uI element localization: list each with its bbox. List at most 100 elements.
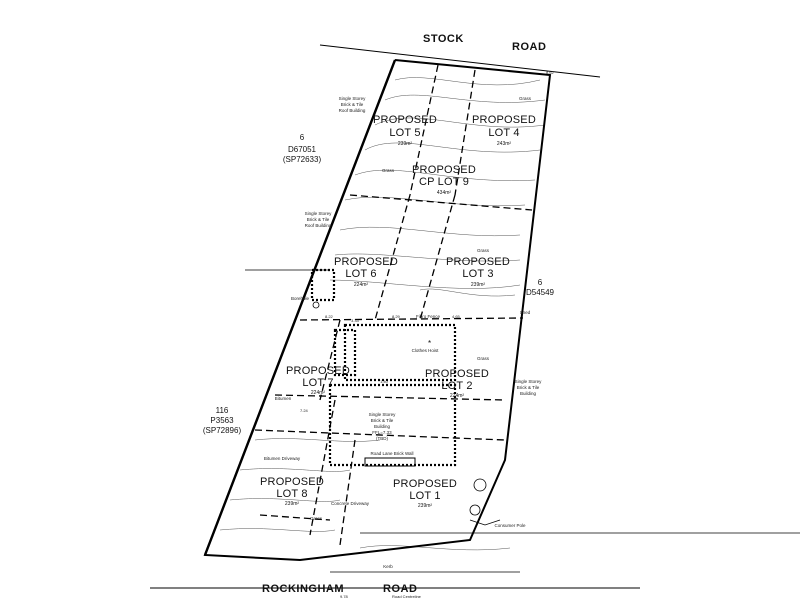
stock-road-line [319, 44, 601, 78]
garage-building [343, 323, 457, 382]
lot-1: PROPOSED LOT 1 239m² [393, 478, 457, 509]
brick-wall-label: Road Lane Brick Wall [370, 451, 413, 456]
concrete-driveway-label: Concrete Driveway [331, 501, 370, 506]
lot-5-line1: PROPOSED [373, 114, 437, 126]
west-boundary [203, 59, 397, 556]
lot-4-line2: LOT 4 [488, 127, 519, 139]
parcel-west-bottom-sp: (SP72896) [203, 426, 242, 435]
lot-5-line2: LOT 5 [389, 127, 420, 139]
parcel-east-num: 6 [538, 278, 543, 287]
svg-text:Building: Building [520, 391, 537, 396]
grass-label-1: Grass [519, 96, 532, 101]
lot-8-line1: PROPOSED [260, 476, 324, 488]
lot-4-area: 243m² [497, 141, 512, 147]
svg-text:Brick & Tile: Brick & Tile [341, 102, 364, 107]
lot-9: PROPOSED CP LOT 9 434m² [412, 164, 476, 196]
lot-6: PROPOSED LOT 6 224m² [334, 256, 398, 288]
lot-2: PROPOSED LOT 2 224m² [425, 368, 489, 399]
lot-1-line1: PROPOSED [393, 478, 457, 490]
svg-text:Single Storey: Single Storey [305, 211, 333, 216]
svg-text:Roof Building: Roof Building [339, 108, 366, 113]
lot-7: PROPOSED LOT 7 224m² [286, 365, 350, 396]
svg-text:Single Storey: Single Storey [369, 412, 397, 417]
kerb-label: Kerb [383, 564, 393, 569]
lot-1-area: 239m² [418, 503, 433, 509]
main-house-building [328, 383, 457, 467]
clothes-hoist-label: Clothes Hoist [412, 348, 440, 353]
consumer-pole-label: Consumer Pole [494, 523, 526, 528]
tree-marker [473, 478, 487, 492]
lot-7-line1: PROPOSED [286, 365, 350, 377]
lot-3: PROPOSED LOT 3 239m² [446, 256, 510, 288]
brick-wall [364, 457, 416, 467]
note-bldg-centre: Single Storey Brick & Tile Building FFL=… [369, 412, 397, 441]
svg-text:Single Storey: Single Storey [339, 96, 367, 101]
dim-3: 3.33 [351, 318, 360, 323]
parcel-east: 6 D54549 [526, 278, 555, 297]
west-shed [310, 268, 336, 302]
lot-1-line2: LOT 1 [409, 490, 440, 502]
rockingham-road-label: ROCKINGHAM [262, 583, 344, 595]
contour-lines [219, 77, 546, 551]
star-icon: * [428, 339, 431, 348]
lot-4: PROPOSED LOT 4 243m² [472, 114, 536, 147]
lot-4-line1: PROPOSED [472, 114, 536, 126]
lot-9-area: 434m² [437, 190, 452, 196]
lot-2-line1: PROPOSED [425, 368, 489, 380]
note-bldg-e: Single Storey Brick & Tile Building [515, 379, 543, 396]
lot-5: PROPOSED LOT 5 239m² [373, 114, 437, 147]
lot-6-line2: LOT 6 [345, 268, 376, 280]
dim-6: 7.24 [300, 408, 309, 413]
parcel-west-bottom: 116 P3563 (SP72896) [203, 406, 242, 435]
carport [333, 328, 357, 377]
note-bldg-w: Single Storey Brick & Tile Roof Building [305, 211, 333, 228]
shed-label: Shed [520, 310, 531, 315]
lot-7-line2: LOT 7 [302, 377, 333, 389]
lot-6-line1: PROPOSED [334, 256, 398, 268]
consumer-pole-line [469, 519, 501, 526]
svg-text:Brick & Tile: Brick & Tile [371, 418, 394, 423]
fibro-fence-label: Fibro Fence [416, 314, 441, 319]
bitumen-driveway-label: Bitumen Driveway [264, 456, 301, 461]
lot-2-area: 224m² [450, 393, 465, 399]
dim-4: 8.22 [325, 314, 334, 319]
lot-8: PROPOSED LOT 8 239m² [260, 476, 324, 507]
parcel-west-bottom-plan: P3563 [210, 416, 234, 425]
lot-8-area: 239m² [285, 501, 300, 507]
dim-7: 9.78 [340, 594, 349, 599]
parcel-west-top-num: 6 [300, 133, 305, 142]
dim-5: 1.40 [380, 379, 389, 384]
dim-2: 4.65 [452, 314, 461, 319]
lot-9-line1: PROPOSED [412, 164, 476, 176]
note-bldg-nw: Single Storey Brick & Tile Roof Building [339, 96, 367, 113]
borehole-marker [312, 301, 320, 309]
dim-1: 8.29 [392, 314, 401, 319]
lot-3-area: 239m² [471, 282, 486, 288]
parcel-east-plan: D54549 [526, 288, 555, 297]
svg-text:Brick & Tile: Brick & Tile [307, 217, 330, 222]
lot-3-line1: PROPOSED [446, 256, 510, 268]
parcel-west-top: 6 D67051 (SP72633) [283, 133, 322, 164]
lot-8-line2: LOT 8 [276, 488, 307, 500]
lot-7-area: 224m² [311, 390, 326, 396]
svg-text:Brick & Tile: Brick & Tile [517, 385, 540, 390]
stock-road-label-2: ROAD [512, 41, 546, 53]
svg-text:Building: Building [374, 424, 391, 429]
grass-label-4: Grass [477, 356, 490, 361]
rockingham-road-label-2: ROAD [383, 583, 417, 595]
bitumen-label: Bitumen [275, 396, 292, 401]
svg-text:Roof Building: Roof Building [305, 223, 332, 228]
parcel-west-top-sp: (SP72633) [283, 155, 322, 164]
grass-label-3: Grass [477, 248, 490, 253]
lot-6-area: 224m² [354, 282, 369, 288]
svg-text:FFL=7.33: FFL=7.33 [372, 430, 392, 435]
parcel-west-top-plan: D67051 [288, 145, 317, 154]
stock-road-label: STOCK [423, 33, 464, 45]
dim-top: 8.62 [546, 70, 555, 75]
tree-marker-2 [469, 504, 481, 516]
svg-text:(TBD): (TBD) [376, 436, 388, 441]
borehole-label: Borehole [291, 296, 310, 301]
parcel-west-bottom-num: 116 [216, 406, 229, 415]
lot-3-line2: LOT 3 [462, 268, 493, 280]
